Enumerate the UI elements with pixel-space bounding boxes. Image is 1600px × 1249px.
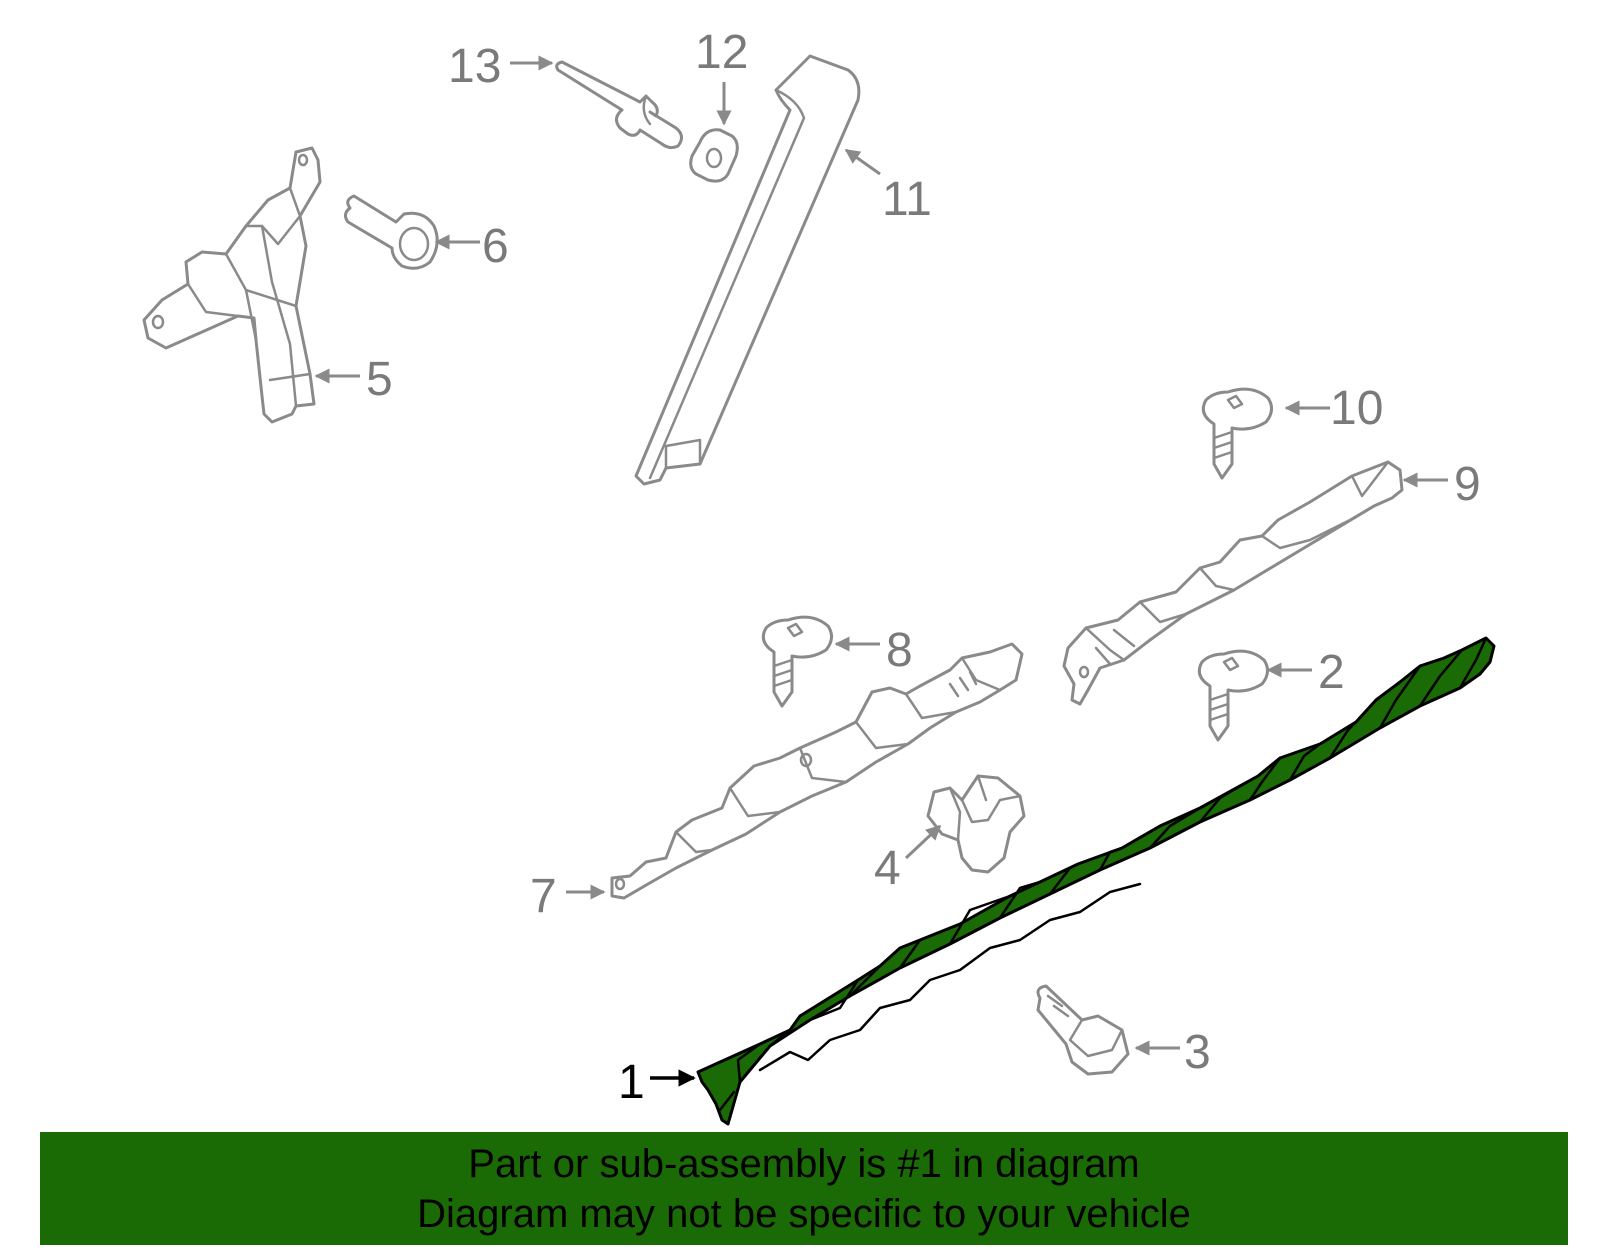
part-13-rivet[interactable] [555,60,683,150]
callout-4: 4 [874,842,901,895]
callout-3: 3 [1184,1026,1211,1079]
part-8-screw[interactable] [761,615,833,708]
callout-6: 6 [482,220,509,273]
part-10-screw[interactable] [1201,387,1273,480]
banner-line-1: Part or sub-assembly is #1 in diagram [468,1142,1140,1186]
callout-7: 7 [530,870,557,923]
part-11-pillar-trim[interactable] [634,54,861,486]
arrow-11 [844,148,881,176]
part-5-bracket[interactable] [142,146,322,424]
callout-8: 8 [886,624,913,677]
callout-12: 12 [695,26,748,79]
callout-1: 1 [618,1056,645,1109]
part-7-rail-bracket[interactable] [610,642,1024,900]
callout-9: 9 [1454,458,1481,511]
part-2-screw[interactable] [1197,649,1269,742]
info-banner: Part or sub-assembly is #1 in diagram Di… [40,1132,1568,1245]
callout-13: 13 [448,40,501,93]
callout-2: 2 [1318,646,1345,699]
arrow-4 [904,824,942,860]
part-3-flange-bolt[interactable] [1036,984,1130,1076]
callout-10: 10 [1330,382,1383,435]
part-1-rocker-moulding[interactable] [696,636,1496,1126]
part-9-rail-bracket[interactable] [1062,460,1404,706]
part-6-bolt[interactable] [343,194,439,270]
part-4-clip[interactable] [926,774,1026,874]
callout-11: 11 [882,173,932,226]
part-12-nut[interactable] [689,128,739,183]
banner-line-2: Diagram may not be specific to your vehi… [417,1192,1191,1236]
callout-5: 5 [366,353,393,406]
